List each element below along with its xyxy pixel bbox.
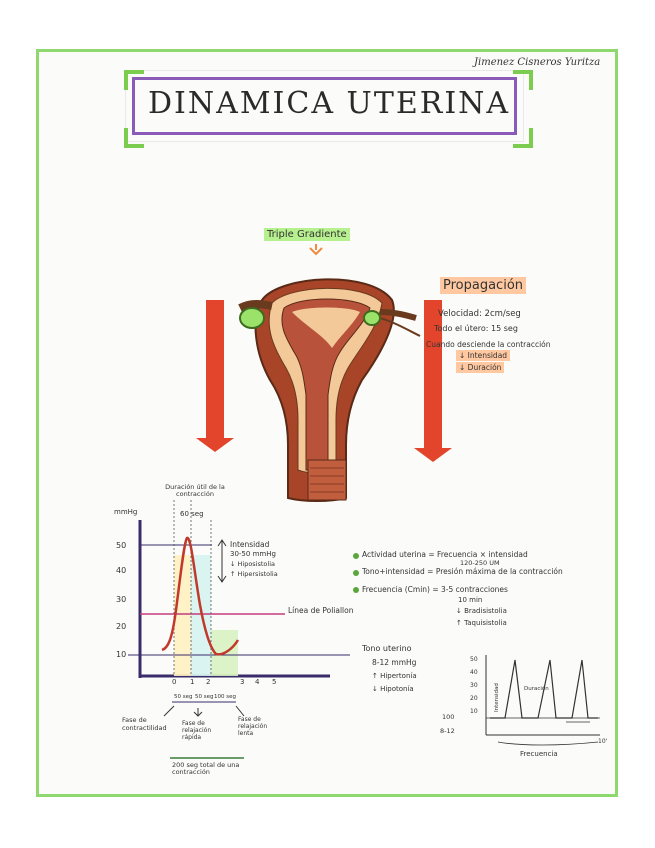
mini-frecuencia-label: Frecuencia (520, 750, 558, 758)
y-tick: 20 (116, 622, 127, 631)
y-tick: 50 (116, 541, 127, 550)
linea-poliallon-label: Línea de Poliallon (288, 606, 354, 615)
duracion-value: 60 seg (180, 510, 204, 518)
page-title: DINAMICA UTERINA (148, 86, 511, 121)
frecuencia-10min: 10 min (458, 596, 483, 604)
ovary-right (363, 310, 381, 326)
uterus-illustration (238, 278, 421, 502)
todo-utero-text: Todo el útero: 15 seg (434, 324, 518, 333)
y-axis-label: mmHg (114, 508, 138, 516)
intensidad-title: Intensidad (230, 540, 270, 549)
tono-intensidad: Tono+intensidad = Presión máxima de la c… (362, 567, 563, 576)
triple-gradiente-label: Triple Gradiente (264, 228, 350, 241)
cuando-text: Cuando desciende la contracción (426, 340, 551, 349)
fase-relajacion-lenta-label: Fase de relajación lenta (238, 716, 268, 737)
gradient-arrow-right (414, 300, 452, 462)
fase-relajacion-rapida-label: Fase de relajación rápida (182, 720, 212, 741)
propagacion-heading: Propagación (440, 277, 527, 294)
gradient-arrow-left (196, 300, 234, 452)
x-tick: 1 (190, 678, 195, 686)
y-tick: 10 (116, 650, 127, 659)
contraction-graph (128, 500, 350, 759)
hiposistolia-text: ↓ Hiposistolia (230, 560, 276, 568)
tono-uterino-title: Tono uterino (362, 644, 412, 653)
down-arrow-icon (309, 244, 323, 256)
title-frame (125, 70, 524, 142)
x-tick: 2 (206, 678, 211, 686)
activity-bullets (353, 553, 359, 593)
x-tick: 5 (272, 678, 277, 686)
title-corner (124, 70, 144, 90)
x-tick: 3 (240, 678, 245, 686)
seg100-label: 100 seg (214, 694, 236, 700)
total-contraction-label: 200 seg total de una contracción (172, 761, 240, 776)
frecuencia-text: Frecuencia (Cmin) = 3-5 contracciones (362, 585, 508, 594)
y-tick: 30 (116, 595, 127, 604)
duracion-util-label: Duración útil de la contracción (165, 483, 225, 498)
actividad-uterina: Actividad uterina = Frecuencia × intensi… (362, 550, 528, 559)
taquisistolia-text: ↑ Taquisistolia (456, 619, 507, 627)
mini-y-tick: 50 (470, 656, 478, 663)
author-name: Jimenez Cisneros Yuritza (474, 57, 601, 68)
fase-contractilidad-label: Fase de contractilidad (122, 716, 167, 732)
tono-range: 8-12 mmHg (372, 658, 417, 667)
x-tick: 4 (255, 678, 260, 686)
intensidad-decrease: ↓ Intensidad (456, 350, 511, 361)
seg50b-label: 50 seg (195, 694, 214, 700)
title-corner (124, 128, 144, 148)
velocidad-text: Velocidad: 2cm/seg (438, 309, 521, 319)
mini-intensidad-label: Intensidad (494, 683, 500, 712)
mini-duracion-label: Duración (524, 686, 549, 692)
duracion-decrease: ↓ Duración (456, 362, 505, 373)
y-tick: 40 (116, 566, 127, 575)
mini-y-tick: 30 (470, 682, 478, 689)
hipotonia-text: ↓ Hipotonía (372, 685, 414, 693)
mini-y-tick: 20 (470, 695, 478, 702)
mini-left-label: 8-12 (440, 727, 455, 735)
mini-left-label: 100 (442, 713, 455, 721)
mini-ten-min-label: 10' (598, 738, 608, 745)
x-tick: 0 (172, 678, 177, 686)
intensidad-range: 30-50 mmHg (230, 550, 276, 558)
seg50-label: 50 seg (174, 694, 193, 700)
title-corner (513, 128, 533, 148)
hipersistolia-text: ↑ Hipersistolia (230, 570, 278, 578)
title-corner (513, 70, 533, 90)
ovary-left (239, 307, 265, 329)
actividad-range: 120-250 UM (460, 559, 500, 567)
hipertonia-text: ↑ Hipertonía (372, 672, 417, 680)
bradisistolia-text: ↓ Bradisistolia (456, 607, 507, 615)
frequency-graph (485, 655, 600, 746)
mini-y-tick: 40 (470, 669, 478, 676)
mini-y-tick: 10 (470, 708, 478, 715)
